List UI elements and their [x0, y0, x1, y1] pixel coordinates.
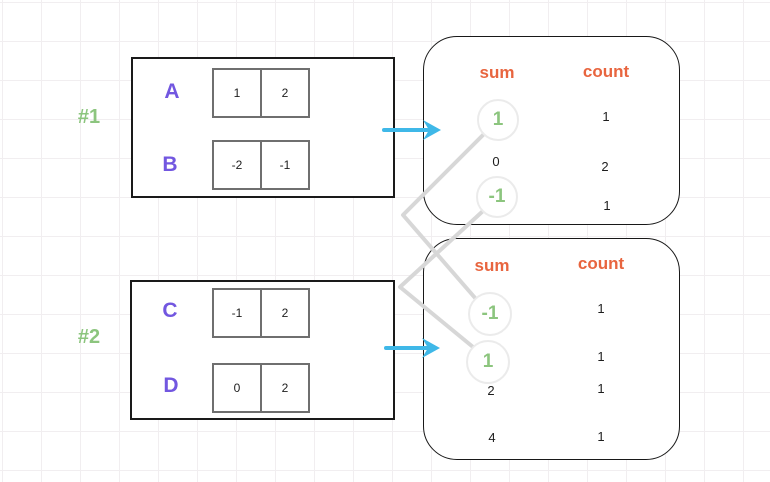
- count-header: count: [582, 62, 630, 81]
- array-d-cells: 0 2: [212, 363, 310, 413]
- count-value: 1: [597, 429, 605, 444]
- sum-count-table-1: sum count 1 0 2 1: [423, 36, 680, 225]
- array-cell: 2: [260, 363, 310, 413]
- array-c-cells: -1 2: [212, 288, 310, 338]
- count-value: 1: [597, 301, 605, 316]
- circled-sum-value: 1: [482, 351, 494, 372]
- count-value: 1: [597, 381, 605, 396]
- array-b-cells: -2 -1: [212, 140, 310, 190]
- array-cell: 2: [260, 68, 310, 118]
- sum-value: 2: [487, 383, 495, 398]
- sum-count-table-2: sum count 1 1 2 1 4 1: [423, 238, 680, 460]
- circled-sum-value: -1: [488, 186, 506, 207]
- array-cell: 0: [212, 363, 262, 413]
- sum-value: 0: [492, 154, 500, 169]
- count-value: 1: [602, 109, 610, 124]
- set1-tag: #1: [77, 106, 101, 128]
- array-cell: 1: [212, 68, 262, 118]
- circled-sum-value: 1: [492, 109, 504, 130]
- array-a-cells: 1 2: [212, 68, 310, 118]
- circled-sum-value: -1: [481, 303, 499, 324]
- count-value: 2: [601, 159, 609, 174]
- count-header: count: [577, 254, 625, 273]
- set2-tag: #2: [77, 326, 101, 348]
- array-d-label: D: [163, 374, 179, 397]
- array-b-label: B: [162, 153, 178, 176]
- array-cell: 2: [260, 288, 310, 338]
- sum-value: 4: [488, 430, 496, 445]
- sum-header: sum: [479, 63, 515, 82]
- array-cell: -1: [212, 288, 262, 338]
- array-cell: -2: [212, 140, 262, 190]
- array-cell: -1: [260, 140, 310, 190]
- count-value: 1: [597, 349, 605, 364]
- array-c-label: C: [162, 299, 178, 322]
- count-value: 1: [603, 198, 611, 213]
- array-a-label: A: [164, 80, 180, 103]
- sum-header: sum: [474, 256, 510, 275]
